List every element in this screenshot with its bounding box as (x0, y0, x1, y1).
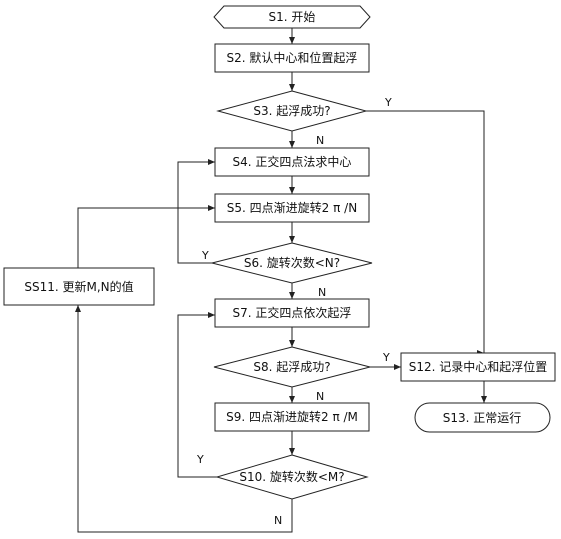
s8-yes-label: Y (382, 351, 390, 364)
s7-box (214, 298, 370, 328)
node-s3: S3. 起浮成功? (216, 90, 368, 132)
s2-label: S2. 默认中心和位置起浮 (227, 50, 358, 65)
end-terminal (414, 402, 551, 433)
s3-yes-label: Y (384, 96, 392, 109)
s1-label: S1. 开始 (269, 10, 316, 24)
node-s6: S6. 旋转次数<N? (211, 242, 373, 284)
edge-s3-yes (366, 110, 485, 353)
edge-s11-s5 (77, 205, 215, 268)
s6-no-label: N (318, 286, 326, 299)
s10-no-label: N (274, 514, 282, 527)
s4-label: S4. 正交四点法求中心 (233, 154, 352, 169)
s10-decision (215, 454, 369, 500)
s7-label: S7. 正交四点依次起浮 (233, 305, 352, 320)
node-s13: S13. 正常运行 (414, 402, 551, 433)
node-s4: S4. 正交四点法求中心 (214, 147, 370, 177)
s4-box (214, 147, 370, 177)
edge-s6-yes-loop (177, 159, 224, 264)
node-s10: S10. 旋转次数<M? (215, 454, 369, 500)
node-s9: S9. 四点渐进旋转2 π /M (214, 402, 370, 432)
node-s5: S5. 四点渐进旋转2 π /N (214, 193, 370, 223)
node-s2: S2. 默认中心和位置起浮 (214, 43, 370, 73)
node-s8: S8. 起浮成功? (213, 346, 371, 388)
node-s11: SS11. 更新M,N的值 (3, 267, 155, 306)
s12-box (400, 352, 556, 382)
edge-s10-yes-loop (177, 312, 217, 478)
branch-labels: Y N Y N Y N Y N (196, 96, 392, 527)
s10-yes-label: Y (196, 453, 204, 466)
s3-decision (216, 90, 368, 132)
s9-label: S9. 四点渐进旋转2 π /M (226, 409, 358, 424)
s11-box (3, 267, 155, 306)
s8-no-label: N (316, 390, 324, 403)
s3-label: S3. 起浮成功? (253, 104, 330, 118)
s6-decision (211, 242, 373, 284)
s11-label: SS11. 更新M,N的值 (24, 279, 133, 294)
node-s12: S12. 记录中心和起浮位置 (400, 352, 556, 382)
s5-box (214, 193, 370, 223)
s13-label: S13. 正常运行 (443, 411, 522, 425)
s8-decision (213, 346, 371, 388)
start-terminal (213, 5, 371, 29)
s6-label: S6. 旋转次数<N? (244, 255, 340, 270)
s3-no-label: N (316, 134, 324, 147)
s8-label: S8. 起浮成功? (253, 360, 330, 374)
s12-label: S12. 记录中心和起浮位置 (409, 359, 548, 374)
s5-label: S5. 四点渐进旋转2 π /N (227, 200, 357, 215)
edge-s10-no (75, 305, 293, 533)
node-s7: S7. 正交四点依次起浮 (214, 298, 370, 328)
connectors (75, 28, 487, 533)
s9-box (214, 402, 370, 432)
s2-box (214, 43, 370, 73)
s6-yes-label: Y (201, 249, 209, 262)
s10-label: S10. 旋转次数<M? (239, 469, 344, 484)
node-s1: S1. 开始 (213, 5, 371, 29)
